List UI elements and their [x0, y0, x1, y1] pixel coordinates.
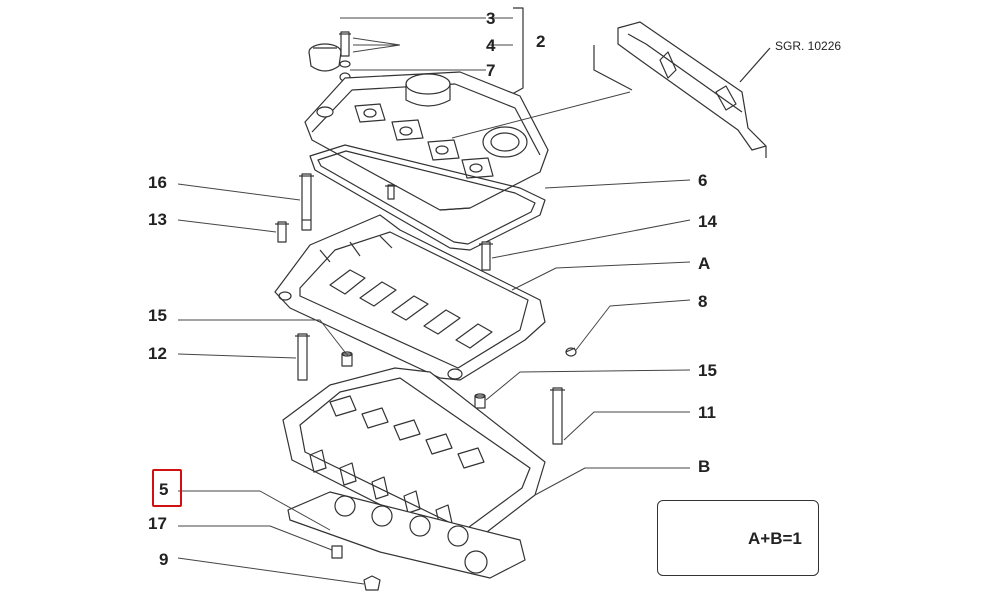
label-part-17: 17	[148, 514, 167, 533]
bolt-4-part	[339, 31, 351, 82]
valve-cover-part	[304, 71, 549, 211]
label-part-B: B	[698, 457, 711, 476]
label-part-8: 8	[698, 292, 708, 311]
label-part-15a: 15	[148, 306, 167, 325]
plug-9-part	[363, 575, 381, 591]
bolt-11-part	[550, 387, 565, 445]
pin-8-part	[565, 347, 577, 357]
label-part-15b: 15	[698, 361, 717, 380]
label-part-6: 6	[698, 171, 708, 190]
oil-cap-part	[308, 43, 342, 72]
reference-code: SGR. 10226	[775, 39, 842, 53]
label-part-A: A	[698, 254, 711, 273]
label-part-14: 14	[698, 212, 717, 231]
label-part-4: 4	[486, 36, 496, 55]
cylinder-head-part	[282, 367, 546, 546]
label-part-5: 5	[159, 480, 169, 499]
bolt-center-part	[385, 184, 397, 200]
dowel-17-part	[331, 545, 343, 559]
camshaft-carrier-part	[274, 214, 546, 381]
reference-rail-part	[593, 21, 771, 158]
label-part-9: 9	[159, 550, 169, 569]
bolt-14-part	[479, 241, 493, 271]
label-part-7: 7	[486, 61, 496, 80]
highlight-part-5	[152, 469, 182, 507]
cover-gasket-part	[309, 144, 546, 251]
label-part-12: 12	[148, 344, 167, 363]
bolt-12-part	[295, 333, 310, 381]
legend-formula: A+B=1	[748, 529, 802, 548]
label-part-11: 11	[698, 403, 716, 422]
label-part-16: 16	[148, 173, 167, 192]
label-part-2: 2	[536, 32, 546, 51]
label-part-13: 13	[148, 210, 167, 229]
bolt-13-part	[275, 221, 289, 243]
label-part-3: 3	[486, 9, 496, 28]
head-gasket-part	[287, 491, 526, 579]
legend-box: A+B=1	[657, 500, 819, 576]
dowel-15b-part	[474, 393, 486, 409]
bolt-16-part	[299, 173, 314, 231]
